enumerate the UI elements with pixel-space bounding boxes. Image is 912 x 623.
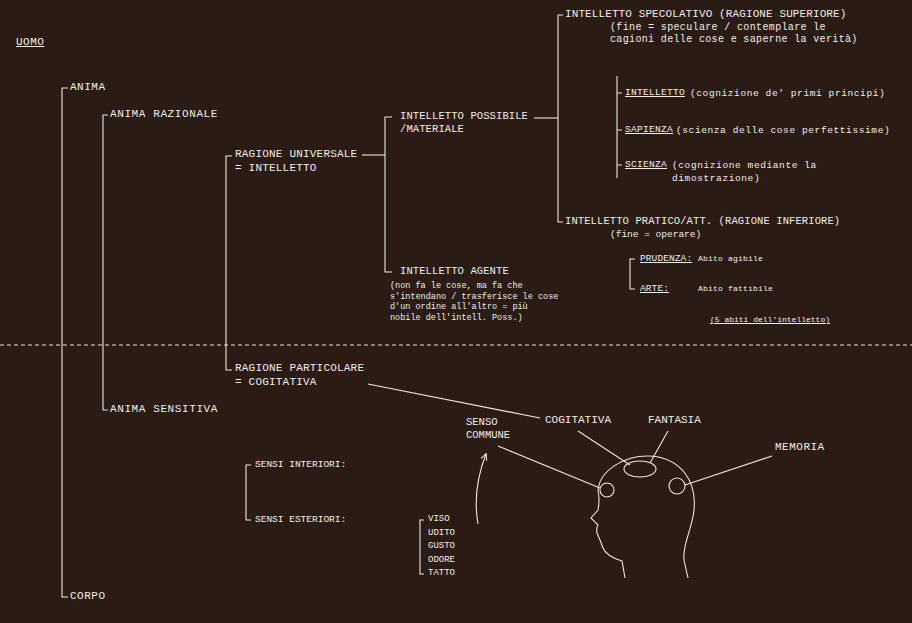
part-heading: RAGIONE PARTICOLARE = COGITATIVA	[235, 362, 369, 389]
head-region	[669, 478, 685, 494]
note-text: (5 abiti dell'intelletto)	[710, 315, 830, 325]
note-text: (non fa le cose, ma fa che s'intendano /…	[390, 281, 562, 323]
bracket	[103, 115, 108, 410]
bracket	[246, 465, 251, 520]
leader-line	[578, 431, 630, 465]
head-profile	[591, 456, 694, 578]
part-heading: INTELLETTO PRATICO/ATT. (RAGIONE INFERIO…	[565, 215, 840, 228]
bracket	[617, 76, 622, 178]
part-heading: SENSI INTERIORI:	[255, 459, 346, 470]
part-heading: INTELLETTO POSSIBILE /MATERIALE	[400, 110, 532, 136]
callout-label: FANTASIA	[648, 414, 701, 427]
habit-name: INTELLETTO	[625, 87, 685, 98]
leader-line	[498, 446, 600, 488]
note-text: Abito fattibile	[698, 284, 773, 294]
bracket	[226, 156, 232, 370]
habit-name: SCIENZA	[625, 159, 667, 170]
bracket	[420, 520, 424, 574]
sense-name: GUSTO	[428, 541, 455, 552]
bracket	[62, 88, 68, 597]
bracket	[558, 15, 563, 222]
note-text: (fine = operare)	[610, 229, 701, 240]
part-heading: SENSI ESTERIORI:	[255, 514, 346, 525]
callout-label: SENSO COMMUNE	[466, 416, 514, 441]
leader-line	[368, 384, 540, 418]
bracket	[630, 259, 635, 289]
note-text: (scienza delle cose perfettissime)	[676, 125, 890, 136]
dashed-divider	[0, 344, 912, 345]
sense-name: TATTO	[428, 568, 455, 579]
part-heading: ANIMA	[70, 81, 106, 94]
bracket	[385, 117, 392, 272]
part-heading: RAGIONE UNIVERSALE = INTELLETTO	[235, 148, 362, 175]
part-heading: INTELLETTO AGENTE	[400, 265, 509, 278]
note-text: (cognizione de' primi principi)	[690, 88, 885, 99]
head-region	[624, 461, 656, 477]
callout-label: COGITATIVA	[545, 414, 611, 427]
note-text: (cognizione mediante la dimostrazione)	[672, 160, 822, 185]
diagram-title: UOMO	[16, 36, 44, 49]
part-heading: CORPO	[70, 590, 106, 603]
leader-line	[685, 456, 772, 485]
note-text: (fine = speculare / contemplare le cagio…	[610, 22, 862, 46]
leader-line	[650, 431, 668, 463]
habit-name: PRUDENZA:	[640, 253, 692, 264]
note-text: Abito agibile	[698, 254, 763, 264]
connector-line	[362, 154, 385, 155]
part-heading: ANIMA SENSITIVA	[110, 403, 218, 416]
part-heading: INTELLETTO SPECOLATIVO (RAGIONE SUPERIOR…	[565, 8, 846, 21]
sense-name: ODORE	[428, 555, 455, 566]
arrow	[476, 454, 486, 524]
habit-name: ARTE:	[640, 283, 669, 294]
connector-line	[534, 117, 558, 118]
part-heading: ANIMA RAZIONALE	[110, 108, 218, 121]
sense-name: UDITO	[428, 528, 455, 539]
head-region	[600, 483, 614, 497]
sense-name: VISO	[428, 514, 450, 525]
habit-name: SAPIENZA	[625, 124, 673, 135]
callout-label: MEMORIA	[775, 441, 825, 454]
